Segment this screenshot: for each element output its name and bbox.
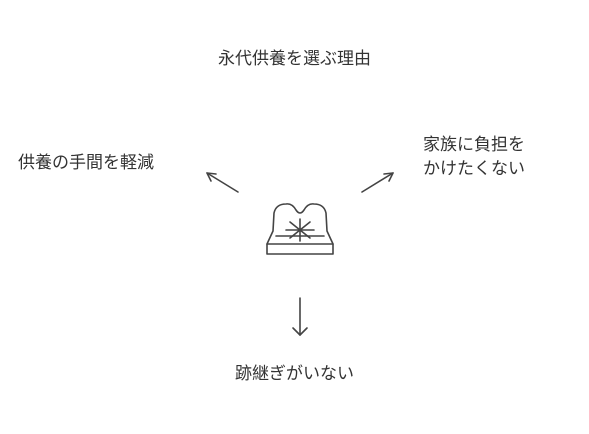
reason-right-line-1: 家族に負担を (423, 135, 525, 155)
reason-right-line-2: かけたくない (423, 159, 525, 179)
arrow-right (361, 172, 394, 193)
grave-flower-motif (285, 218, 315, 242)
arrow-down (292, 297, 308, 336)
grave-stone (266, 203, 334, 245)
diagram-title: 永代供養を選ぶ理由 (218, 49, 371, 69)
reason-right-label: 家族に負担を かけたくない (423, 133, 525, 181)
grave-base (266, 243, 334, 255)
reason-left-label: 供養の手間を軽減 (18, 153, 154, 173)
reason-bottom-label: 跡継ぎがいない (235, 364, 354, 384)
grave-icon (266, 203, 334, 255)
arrow-left (206, 172, 239, 193)
